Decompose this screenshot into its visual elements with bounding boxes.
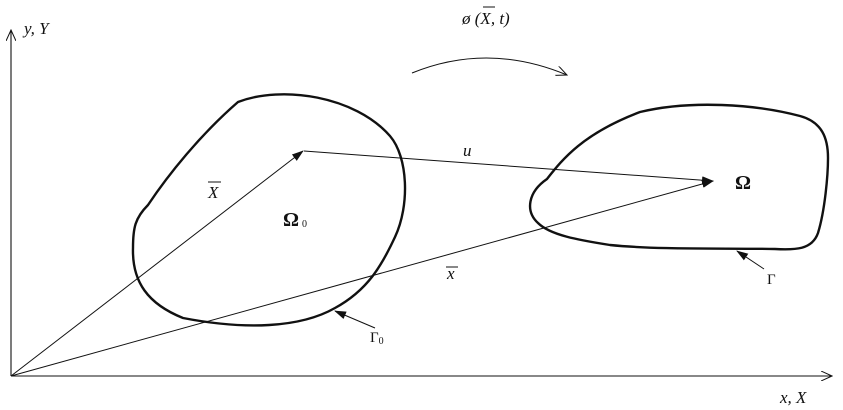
reference-boundary-curve	[131, 93, 407, 327]
reference-domain-subscript: 0	[302, 219, 307, 230]
current-domain-label: Ω	[735, 172, 751, 194]
mapping-X: X	[479, 9, 491, 28]
current-boundary-pointer	[736, 250, 765, 270]
displacement-vector-u	[303, 150, 714, 185]
current-boundary-label: Γ	[767, 272, 776, 288]
position-vector-X	[10, 150, 304, 377]
reference-boundary-pointer	[334, 310, 376, 329]
x-axis-label: x, X	[779, 388, 807, 407]
position-vector-x	[10, 180, 714, 377]
reference-position-label: X	[207, 183, 219, 202]
displacement-label: u	[463, 141, 472, 160]
reference-boundary-label: Γ0	[370, 330, 384, 347]
y-axis-label: y, Y	[22, 19, 50, 38]
current-position-label: x	[446, 264, 455, 283]
mapping-label: ø (X, t)	[461, 9, 510, 28]
mapping-curved-arrow	[411, 57, 567, 75]
current-boundary-curve	[528, 103, 830, 251]
